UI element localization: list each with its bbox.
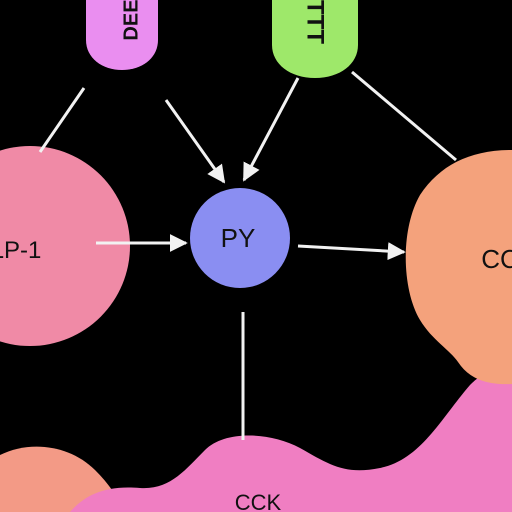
edge-top-right-to-center (242, 77, 300, 182)
node-center-shape (190, 188, 290, 288)
node-bottom-label: CCK (235, 490, 282, 512)
edge-center-to-right (297, 242, 406, 261)
node-left-label: LP-1 (0, 237, 41, 264)
bottom-pink-blob (70, 370, 512, 512)
node-center-label: PY (221, 223, 256, 253)
edge-top-left-to-left (38, 87, 86, 153)
edges-group (38, 70, 457, 440)
edge-top-right-to-right (351, 70, 457, 162)
node-top-right-shape (272, 0, 358, 78)
node-top-left-shape (86, 0, 158, 70)
node-right-shape (405, 150, 512, 385)
node-right-label: CC (481, 244, 512, 274)
node-top-left-label: DEE (120, 0, 142, 41)
edge-top-left-to-center (164, 99, 226, 184)
bottom-band (0, 370, 512, 512)
node-top-right-label: TTT (302, 0, 329, 44)
node-left-shape (0, 146, 130, 346)
